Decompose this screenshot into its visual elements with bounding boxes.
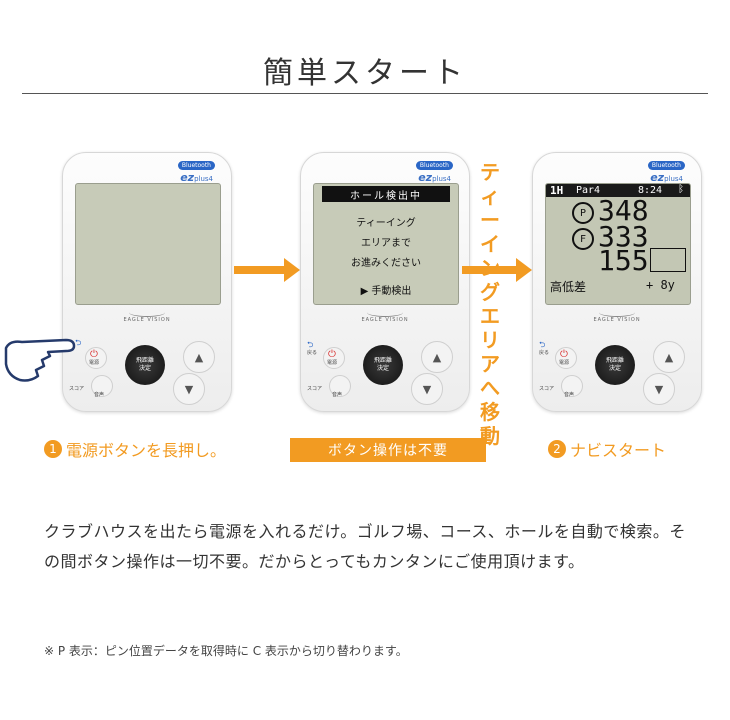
back-icon: ⮌ [539,340,546,349]
back-icon: ⮌ [75,338,82,347]
wing-logo-icon [599,308,635,317]
power-label: 電源 [327,360,338,366]
footnote: ※ P 表示：ピン位置データを取得時に C 表示から切り替わります。 [44,644,408,658]
step2-caption: 2 ナビスタート [548,437,666,461]
sound-label: 音声 [564,392,575,398]
arrow-text-char: リ [480,328,500,352]
step1-caption: 1 電源ボタンを長押し。 [44,437,226,461]
distance-confirm-button[interactable]: 飛距離 決定 [363,345,403,385]
step1-number: 1 [44,440,62,458]
power-icon: ⏻ [90,349,98,360]
power-label: 電源 [559,360,570,366]
arrow-right-icon [462,258,532,282]
sound-button[interactable] [91,375,113,397]
power-button[interactable]: ⏻ [323,347,345,369]
par-info: Par4 [576,185,601,196]
sound-label: 音声 [94,392,105,398]
bluetooth-badge: Bluetooth [647,161,685,170]
distance-confirm-button[interactable]: 飛距離 決定 [125,345,165,385]
green-shape-icon [650,248,686,272]
power-button[interactable]: ⏻ [85,347,107,369]
elevation-value: + 8y [646,278,675,292]
front-distance: 333 [598,220,649,253]
device-brand: EAGLE VISION [593,317,641,323]
step2-number: 2 [548,440,566,458]
wing-logo-icon [367,308,403,317]
pin-flag-icon: P [572,202,594,224]
bluetooth-badge: Bluetooth [415,161,453,170]
back-label: 戻る [539,350,550,356]
device-navigation: Bluetooth ezplus4 1H Par4 8:24 ᛒ P 348 F… [532,152,702,412]
no-button-caption: ボタン操作は不要 [290,438,486,462]
score-label: スコア [69,386,85,392]
arrow-text-char: グ [480,280,500,304]
up-button[interactable]: ▲ [421,341,453,373]
device-logo: ezplus4 [418,171,451,184]
arrow-text-char: へ [480,376,500,400]
arrow-text-char: ン [480,256,500,280]
arrow-right-icon [234,258,300,282]
device-blank-screen: Bluetooth ezplus4 EAGLE VISION ⮌ ⏻ 電源 スコ… [62,152,232,412]
front-flag-icon: F [572,228,594,250]
device-brand: EAGLE VISION [123,317,171,323]
arrow-text-char: ー [480,208,500,232]
device-logo: ezplus4 [650,171,683,184]
pin-distance: 348 [598,194,649,227]
device-screen: 1H Par4 8:24 ᛒ P 348 F 333 155 高低差 + 8y [545,183,691,305]
green-distance: 155 [598,244,649,277]
device-screen [75,183,221,305]
page-title: 簡単スタート [263,56,467,91]
down-button[interactable]: ▼ [643,373,675,405]
step1-text: 電源ボタンを長押し。 [66,441,227,460]
sound-label: 音声 [332,392,343,398]
elevation-label: 高低差 [550,280,587,294]
score-label: スコア [307,386,323,392]
back-label: 戻る [307,350,318,356]
arrow-text-char: エ [480,304,500,328]
wing-logo-icon [129,308,165,317]
hole-number: 1H [550,184,564,197]
arrow-text-char: イ [480,232,500,256]
screen-message-3: お進みください [351,258,421,269]
device-screen: ホール検出中 ティーイング エリアまで お進みください ▶ 手動検出 [313,183,459,305]
back-icon: ⮌ [307,340,314,349]
up-button[interactable]: ▲ [183,341,215,373]
device-brand: EAGLE VISION [361,317,409,323]
sound-button[interactable] [561,375,583,397]
arrow-text-char: ィ [480,184,500,208]
bluetooth-status-icon: ᛒ [678,184,684,195]
arrow-text-char: 移 [480,400,500,424]
power-button[interactable]: ⏻ [555,347,577,369]
screen-message-1: ティーイング [356,218,416,229]
screen-message-2: エリアまで [361,238,411,249]
manual-detect-option: ▶ 手動検出 [360,286,412,297]
bluetooth-badge: Bluetooth [177,161,215,170]
arrow-text-char: ア [480,352,500,376]
clock-time: 8:24 [638,185,663,196]
pointing-hand-icon [4,338,76,382]
power-icon: ⏻ [328,349,336,360]
step2-text: ナビスタート [570,441,667,460]
down-button[interactable]: ▼ [411,373,443,405]
title-divider [22,93,708,94]
arrow-text-char: テ [480,160,500,184]
detecting-banner: ホール検出中 [322,186,450,202]
description-text: クラブハウスを出たら電源を入れるだけ。ゴルフ場、コース、ホールを自動で検索。その… [44,522,686,571]
power-icon: ⏻ [560,349,568,360]
distance-confirm-button[interactable]: 飛距離 決定 [595,345,635,385]
power-label: 電源 [89,360,100,366]
down-button[interactable]: ▼ [173,373,205,405]
device-hole-detecting: Bluetooth ezplus4 ホール検出中 ティーイング エリアまで お進… [300,152,470,412]
move-to-teeing-area-label: ティーイングエリアへ移動 [478,160,502,448]
score-label: スコア [539,386,555,392]
sound-button[interactable] [329,375,351,397]
device-logo: ezplus4 [180,171,213,184]
up-button[interactable]: ▲ [653,341,685,373]
